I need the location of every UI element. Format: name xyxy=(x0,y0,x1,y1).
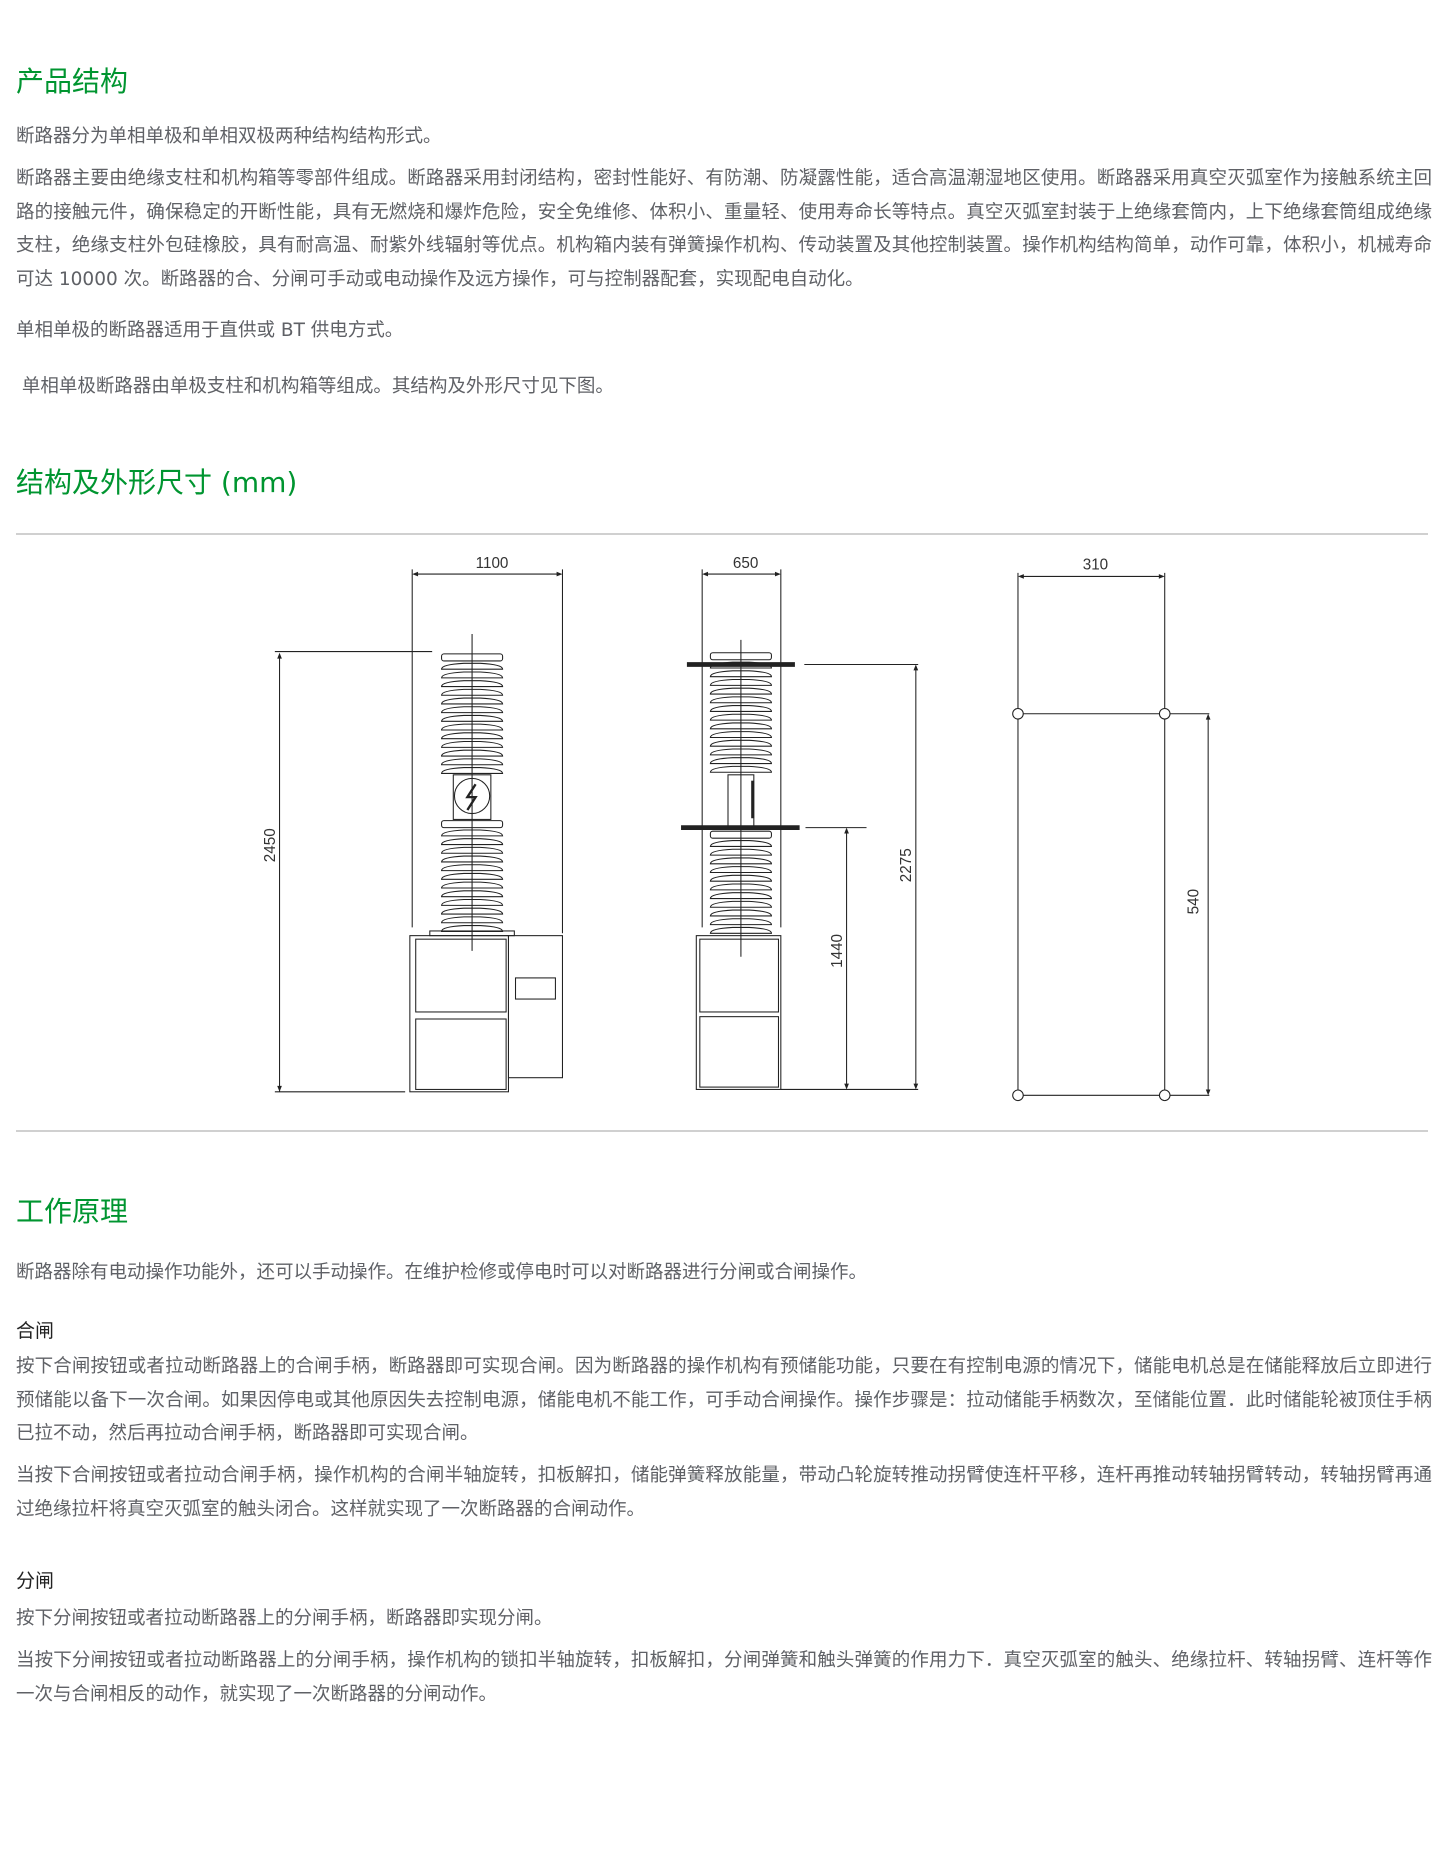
insulator-shed xyxy=(441,864,504,872)
paragraph: 当按下分闸按钮或者拉动断路器上的分闸手柄，操作机构的锁扣半轴旋转，扣板解扣，分闸… xyxy=(16,1650,1432,1705)
paragraph: 单相单极的断路器适用于直供或 BT 供电方式。 xyxy=(16,320,404,341)
arrowhead xyxy=(844,1083,849,1090)
arrowhead xyxy=(774,571,781,577)
arrowhead xyxy=(1205,713,1211,720)
insulator-shed xyxy=(709,687,772,695)
insulator-shed xyxy=(709,874,772,882)
insulator-shed xyxy=(441,872,504,880)
insulator-shed xyxy=(709,918,772,926)
insulator-shed xyxy=(441,907,504,915)
mechanism-box xyxy=(409,935,509,1093)
dim-label-front-height: 2450 xyxy=(262,828,279,862)
arrowhead xyxy=(1017,574,1024,579)
mechanism-box xyxy=(695,935,782,1090)
paragraph: 断路器除有电动操作功能外，还可以手动操作。在维护检修或停电时可以对断路器进行分闸… xyxy=(16,1262,868,1283)
insulator-shed xyxy=(709,857,772,865)
arrowhead xyxy=(1158,574,1165,579)
divider xyxy=(16,533,1428,535)
insulator-shed xyxy=(709,840,772,847)
mounting-hole xyxy=(1158,707,1171,720)
insulator-shed xyxy=(709,678,772,686)
dim-label-mount-height: 540 xyxy=(1186,889,1203,914)
insulator-shed xyxy=(709,696,772,704)
insulator-shed xyxy=(709,713,772,721)
insulator-shed xyxy=(709,670,772,678)
arrowhead xyxy=(913,1083,919,1090)
section-title-working-principle: 工作原理 xyxy=(16,1195,129,1228)
dim-label-side-width: 650 xyxy=(733,555,758,572)
insulator-sheds-lower xyxy=(441,820,504,932)
insulator-shed xyxy=(709,892,772,900)
lightning-icon xyxy=(465,783,478,811)
insulator-shed xyxy=(709,748,772,756)
side-view: 650 2275 1440 xyxy=(681,555,919,1090)
insulator-shed xyxy=(441,829,504,837)
insulator-shed xyxy=(441,767,504,774)
paragraph: 按下合闸按钮或者拉动断路器上的合闸手柄，断路器即可实现合闸。因为断路器的操作机构… xyxy=(16,1356,1432,1444)
divider xyxy=(16,1130,1428,1132)
insulator-shed xyxy=(709,866,772,874)
section-title-product-structure: 产品结构 xyxy=(16,65,129,98)
insulator-shed xyxy=(441,838,504,846)
insulator-shed xyxy=(709,705,772,712)
arrowhead xyxy=(277,1085,282,1092)
insulator-shed xyxy=(709,900,772,908)
insulator-shed xyxy=(441,758,504,766)
insulator-shed xyxy=(441,846,504,854)
insulator-shed xyxy=(441,740,504,748)
insulator-shed xyxy=(441,662,504,670)
insulator-shed xyxy=(709,848,772,856)
arrowhead xyxy=(277,652,282,659)
arrowhead xyxy=(913,664,919,671)
insulator-shed xyxy=(441,855,504,863)
insulator-shed xyxy=(441,688,504,696)
paragraph: 单相单极断路器由单极支柱和机构箱等组成。其结构及外形尺寸见下图。 xyxy=(16,376,614,397)
mounting-view: 310 540 xyxy=(1012,556,1210,1102)
insulator-shed xyxy=(441,898,504,906)
mounting-hole xyxy=(1012,1089,1024,1102)
insulator-shed xyxy=(441,706,504,714)
insulator-shed xyxy=(441,890,504,898)
dim-label-side-lower-height: 1440 xyxy=(829,934,846,968)
insulator-shed xyxy=(441,680,504,688)
insulator-shed xyxy=(441,916,504,924)
dim-label-side-height: 2275 xyxy=(898,848,915,882)
insulator-sheds-lower xyxy=(709,830,772,934)
front-view: 1100 2450 xyxy=(262,555,563,1093)
insulator-shed xyxy=(441,697,504,705)
insulator-shed xyxy=(709,722,772,730)
insulator-sheds-upper xyxy=(441,653,504,774)
insulator-shed xyxy=(709,926,772,934)
arrowhead xyxy=(1205,1089,1211,1096)
insulator-shed xyxy=(709,731,772,739)
paragraph: 断路器分为单相单极和单相双极两种结构结构形式。 xyxy=(16,126,442,147)
insulator-shed xyxy=(709,909,772,917)
dimension-arrows xyxy=(277,571,1211,1096)
arrowhead xyxy=(844,827,849,834)
insulator-shed xyxy=(441,714,504,722)
insulator-shed xyxy=(441,881,504,889)
paragraph: 按下分闸按钮或者拉动断路器上的分闸手柄，断路器即实现分闸。 xyxy=(16,1608,553,1629)
arrowhead xyxy=(556,571,563,577)
arrowhead xyxy=(412,571,419,577)
insulator-shed xyxy=(709,757,772,765)
mounting-hole xyxy=(1158,1089,1171,1102)
insulator-shed xyxy=(441,732,504,740)
paragraph: 当按下合闸按钮或者拉动合闸手柄，操作机构的合闸半轴旋转，扣板解扣，储能弹簧释放能… xyxy=(16,1465,1432,1520)
subsection-title-close: 合闸 xyxy=(16,1320,55,1342)
insulator-shed xyxy=(441,671,504,679)
section-title-dimensions: 结构及外形尺寸 (mm) xyxy=(16,466,298,499)
arrowhead xyxy=(702,571,709,577)
dim-label-front-width: 1100 xyxy=(476,555,509,572)
mounting-hole xyxy=(1012,707,1024,720)
insulator-shed xyxy=(441,749,504,757)
dim-label-mount-width: 310 xyxy=(1083,556,1108,573)
insulator-shed xyxy=(441,723,504,731)
subsection-title-open: 分闸 xyxy=(16,1570,55,1592)
insulator-shed xyxy=(709,883,772,891)
insulator-shed xyxy=(709,765,772,773)
paragraph: 断路器主要由绝缘支柱和机构箱等零部件组成。断路器采用封闭结构，密封性能好、有防潮… xyxy=(16,168,1432,290)
insulator-shed xyxy=(709,739,772,747)
